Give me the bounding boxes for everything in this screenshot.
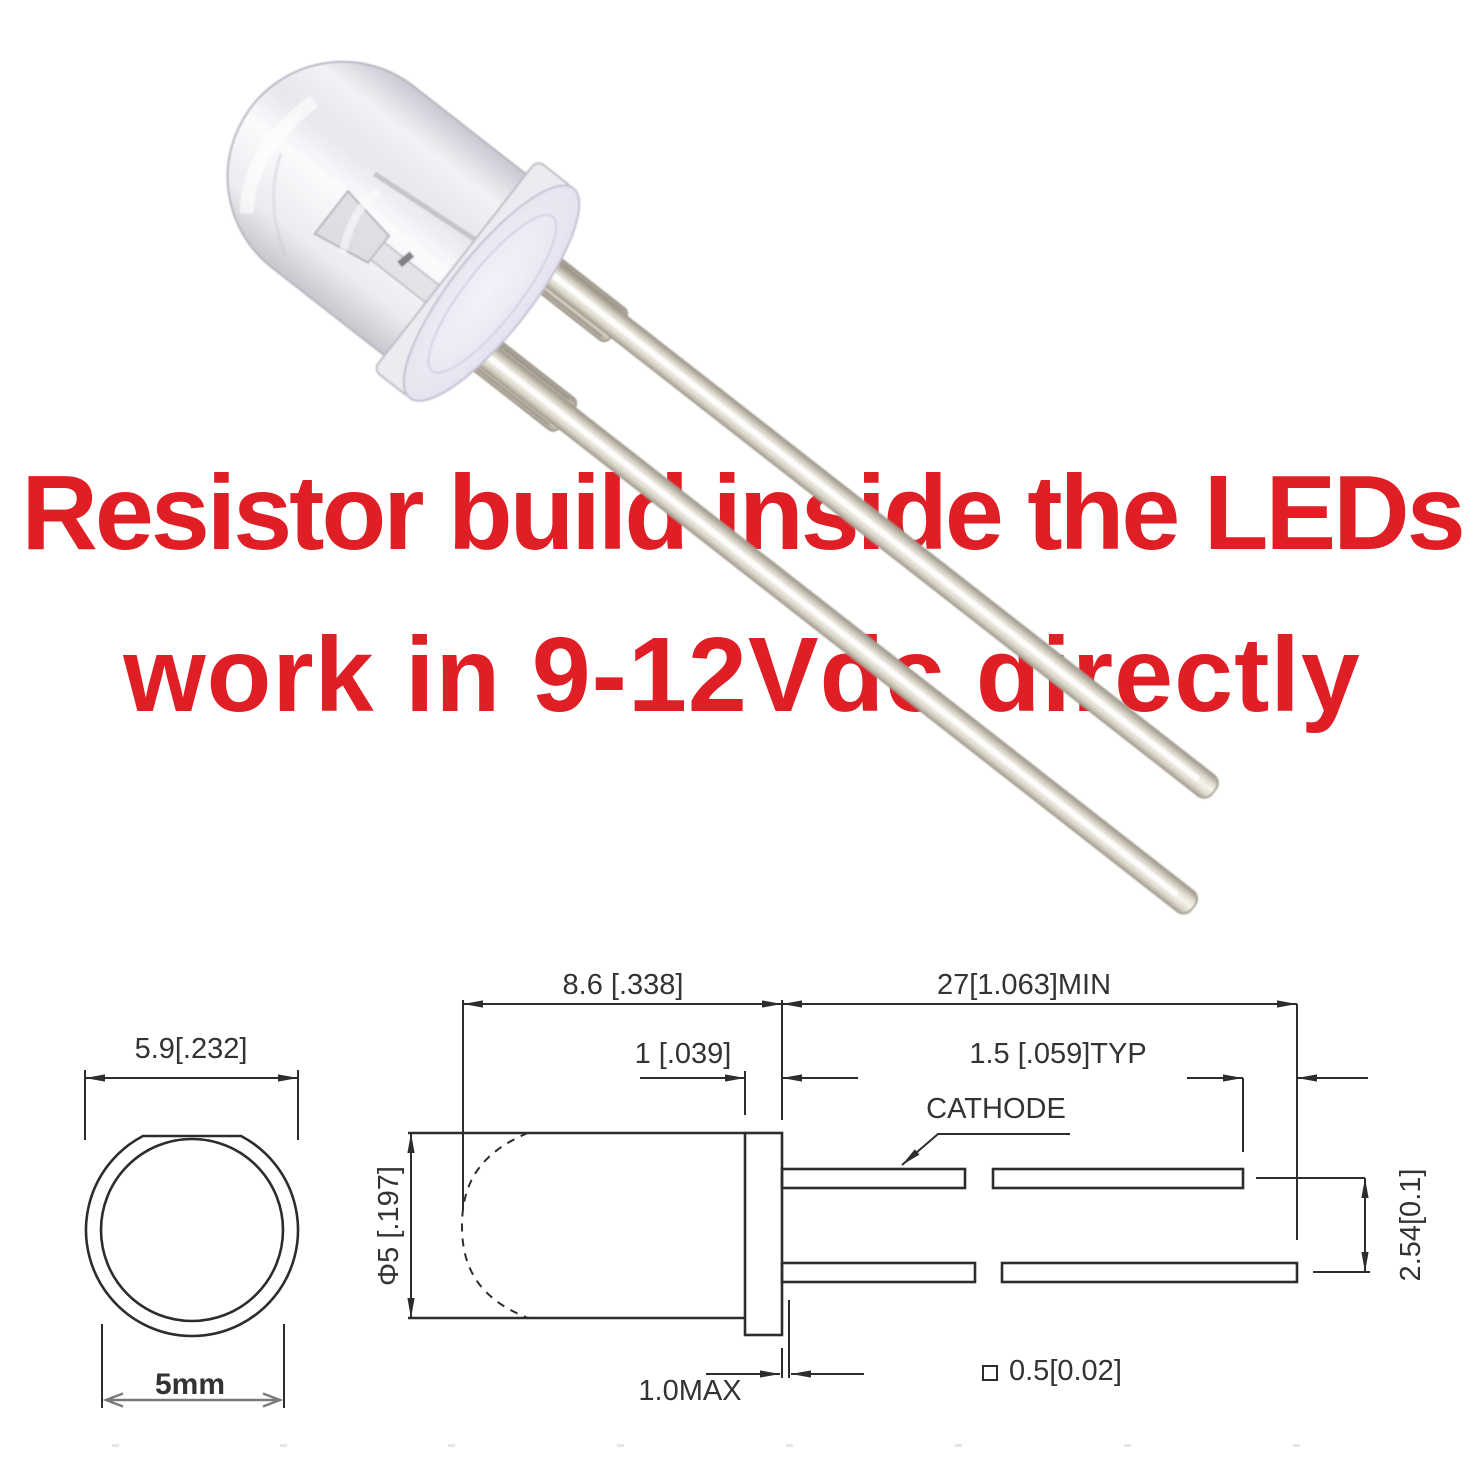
led-flange-face xyxy=(402,184,581,402)
cathode-lead-segment-1 xyxy=(780,1167,967,1190)
cathode-label: CATHODE xyxy=(926,1093,1066,1125)
dome-profile-arc xyxy=(460,1132,529,1319)
dim-flange-thickness-label: 1 [.039] xyxy=(635,1038,732,1070)
led-flange-face-inner xyxy=(427,213,558,374)
led-lead-cathode xyxy=(504,234,1219,799)
led-lead-anode xyxy=(445,317,1199,915)
dimension-drawing: 5.9[.232] 5mm xyxy=(84,969,1427,1447)
body-outline-circle xyxy=(99,1137,285,1323)
dim-lead-length-label: 27[1.063]MIN xyxy=(937,969,1111,1001)
anode-lead-segment-2 xyxy=(1000,1261,1299,1284)
cathode-lead-segment-2 xyxy=(991,1167,1245,1190)
led-dome-body xyxy=(226,60,528,357)
flange-outline xyxy=(743,1131,784,1337)
dim-body-length-label: 8.6 [.338] xyxy=(563,969,684,1001)
led-internal-wire xyxy=(372,171,477,242)
flange-outline-circle xyxy=(84,1134,300,1338)
dim-lead-cross-section-label: 0.5[0.02] xyxy=(1009,1355,1122,1387)
led-internal-fleck xyxy=(397,251,415,268)
dim-flange-diameter-label: 5.9[.232] xyxy=(135,1033,248,1065)
top-view-group: 5.9[.232] 5mm xyxy=(84,1033,300,1408)
dim-body-diameter-label: 5mm xyxy=(155,1368,225,1401)
led-internal-structure xyxy=(239,95,477,306)
led-photo xyxy=(226,60,1219,915)
dim-epoxy-standoff-label: 1.0MAX xyxy=(638,1375,741,1407)
dim-body-diameter-side-label: Φ5 [.197] xyxy=(373,1166,405,1286)
scan-artifact-dashes xyxy=(112,1444,1300,1447)
dim-lead-pitch-label: 2.54[0.1] xyxy=(1395,1169,1427,1282)
side-view-group: Φ5 [.197] 8.6 [.338] 27[1.063]MIN 1 [.03… xyxy=(373,969,1427,1407)
cathode-leader-line xyxy=(901,1133,1070,1166)
anode-lead-segment-1 xyxy=(780,1261,977,1284)
dim-lead-tip-offset-label: 1.5 [.059]TYP xyxy=(969,1038,1146,1070)
overlay-text-line2: work in 9-12Vdc directly xyxy=(123,616,1361,734)
lead-square-symbol xyxy=(982,1365,998,1381)
